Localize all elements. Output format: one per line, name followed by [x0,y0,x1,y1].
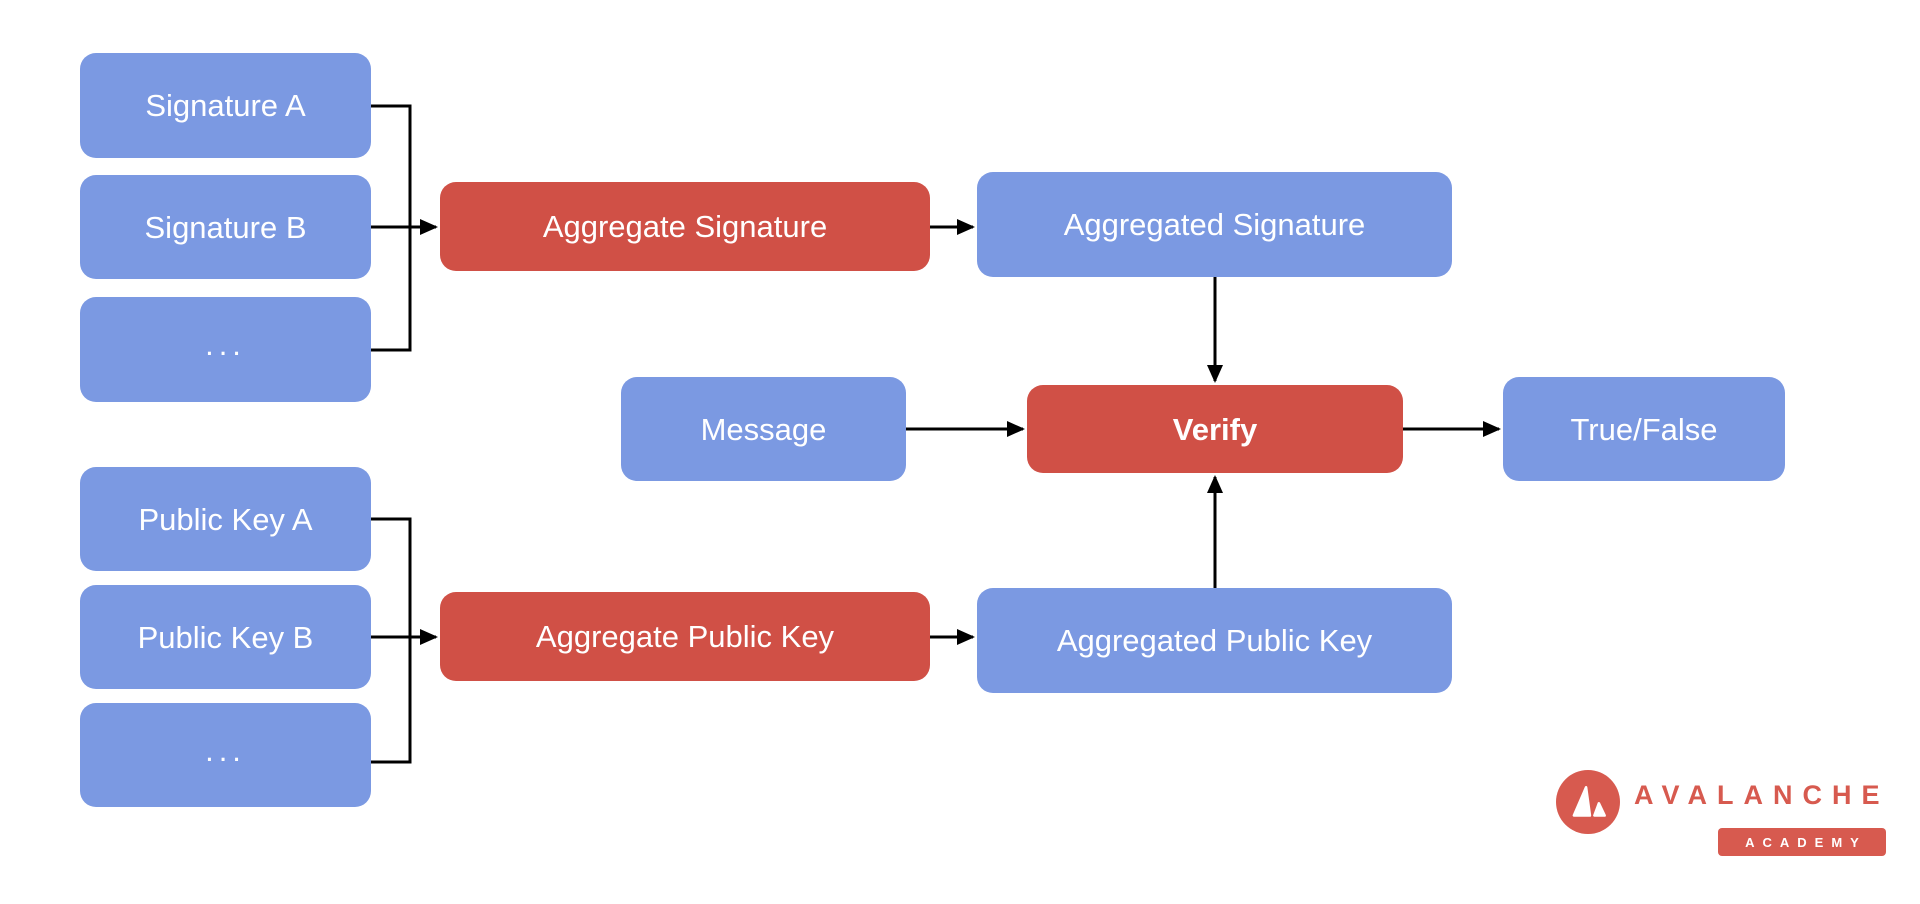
node-public-key-a-label: Public Key A [138,501,313,537]
academy-badge: ACADEMY [1718,828,1886,856]
avalanche-logo-icon [1556,770,1620,834]
node-public-key-b-label: Public Key B [137,619,314,655]
node-true-false: True/False [1503,377,1785,481]
node-aggregated-public-key: Aggregated Public Key [977,588,1452,693]
node-signature-b-label: Signature B [144,209,307,245]
node-aggregated-public-key-label: Aggregated Public Key [1056,623,1373,658]
node-public-key-ellipsis-label: ... [205,732,246,768]
node-signature-ellipsis: ... [80,297,371,402]
node-aggregated-signature-label: Aggregated Signature [1063,207,1366,242]
node-verify: Verify [1027,385,1403,473]
node-aggregated-signature: Aggregated Signature [977,172,1452,277]
node-message: Message [621,377,906,481]
node-signature-a: Signature A [80,53,371,158]
node-public-key-ellipsis: ... [80,703,371,807]
node-public-key-b: Public Key B [80,585,371,689]
avalanche-brand-text: AVALANCHE [1634,780,1890,810]
node-signature-b: Signature B [80,175,371,279]
node-aggregate-signature: Aggregate Signature [440,182,930,271]
node-public-key-a: Public Key A [80,467,371,571]
node-signature-a-label: Signature A [145,88,306,123]
node-verify-label: Verify [1172,411,1258,447]
node-aggregate-signature-label: Aggregate Signature [542,209,828,244]
node-true-false-label: True/False [1570,411,1718,447]
node-signature-ellipsis-label: ... [205,327,246,362]
node-message-label: Message [700,411,827,447]
avalanche-academy-logo: AVALANCHE ACADEMY [1556,768,1896,858]
node-aggregate-public-key-label: Aggregate Public Key [535,619,835,654]
node-aggregate-public-key: Aggregate Public Key [440,592,930,681]
